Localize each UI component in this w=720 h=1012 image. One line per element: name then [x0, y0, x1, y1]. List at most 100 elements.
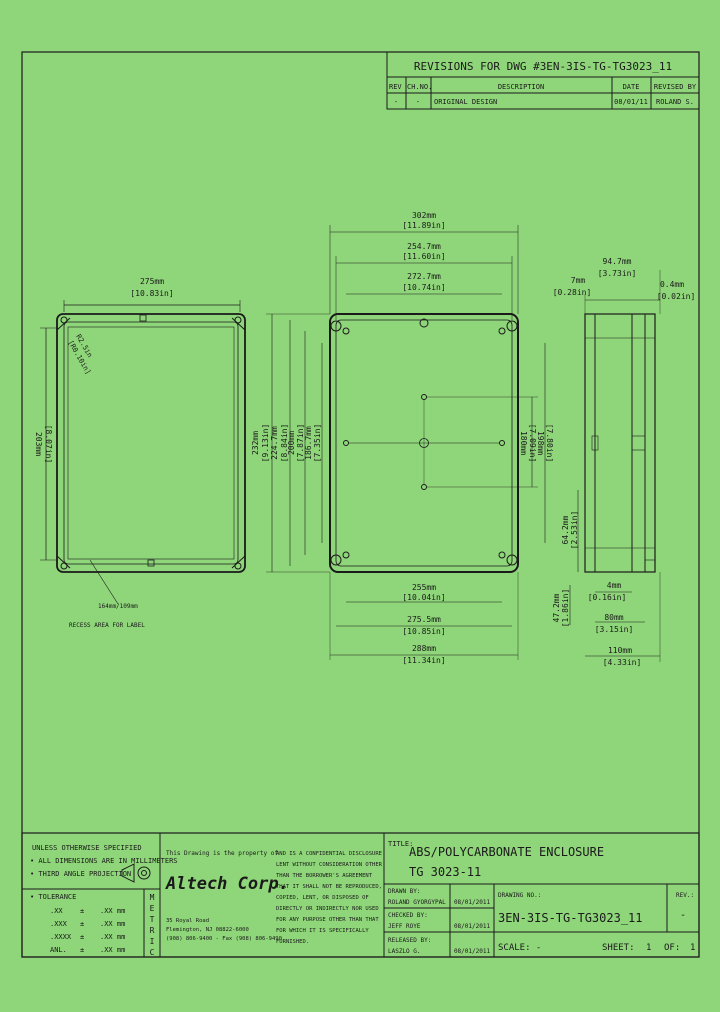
top-b3-mm: 288mm [412, 644, 436, 653]
front-height-mm: 203mm [34, 432, 43, 456]
confidential-2: LENT WITHOUT CONSIDERATION OTHER [276, 862, 383, 868]
note-line-1: UNLESS OTHERWISE SPECIFIED [32, 844, 142, 852]
rev-row-revised-by: ROLAND S. [656, 98, 694, 106]
front-height-in: [8.07in] [44, 425, 53, 464]
released-label: RELEASED BY: [388, 937, 431, 944]
tol-1-c: .XX mm [100, 907, 125, 915]
side-view: 94.7mm [3.73in] 7mm [0.28in] 0.4mm [0.02… [552, 257, 695, 667]
rev-row-description: ORIGINAL DESIGN [434, 98, 497, 106]
tolerance-title: • TOLERANCE [30, 893, 76, 901]
drawing-no-label: DRAWING NO.: [498, 892, 541, 899]
metric-t: T [150, 915, 155, 924]
side-view-body [584, 313, 656, 573]
top-h5-mm: 180mm [519, 431, 528, 455]
top-h4-in: [7.35in] [313, 424, 322, 463]
tol-4-b: ± [80, 946, 84, 954]
front-width-in: [10.83in] [130, 289, 173, 298]
top-b2-in: [10.85in] [402, 627, 445, 636]
recess-size: 164mm/109mm [98, 603, 138, 610]
property-line: This Drawing is the property of [166, 850, 278, 857]
confidential-1: AND IS A CONFIDENTIAL DISCLOSURE [276, 851, 382, 857]
confidential-6: DIRECTLY OR INDIRECTLY NOR USED [276, 906, 379, 912]
mounting-hole [342, 327, 350, 335]
address-3: (908) 806-9400 - Fax (908) 806-9490 [166, 936, 282, 942]
rev-header-description: DESCRIPTION [498, 83, 544, 91]
top-w2-mm: 272.7mm [407, 272, 441, 281]
drawing-no: 3EN-3IS-TG-TG3023_11 [498, 911, 643, 925]
side-depth-mm: 94.7mm [603, 257, 632, 266]
top-h1-in: [9.13in] [261, 424, 270, 463]
top-w1-mm: 254.7mm [407, 242, 441, 251]
checked-by: JEFF ROYE [388, 923, 421, 930]
tol-3-b: ± [80, 933, 84, 941]
company-logo: Altech Corp. [165, 874, 289, 894]
note-line-3: • THIRD ANGLE PROJECTION [30, 870, 131, 878]
top-b1-mm: 255mm [412, 583, 436, 592]
drawn-by: ROLAND GYORGYPAL [388, 899, 446, 906]
top-b3-in: [11.34in] [402, 656, 445, 665]
of-label: OF: [664, 943, 680, 953]
rev-row-chno: - [416, 98, 420, 106]
side-b3-in: [4.33in] [603, 658, 642, 667]
sheet-value: 1 [646, 943, 651, 953]
rev-header-revised-by: REVISED BY [654, 83, 697, 91]
tol-2-b: ± [80, 920, 84, 928]
rev-header-date: DATE [623, 83, 640, 91]
confidential-7: FOR ANY PURPOSE OTHER THAN THAT [276, 917, 379, 923]
tol-1-a: .XX [50, 907, 63, 915]
front-width-mm: 275mm [140, 277, 164, 286]
top-b2-mm: 275.5mm [407, 615, 441, 624]
top-h3-mm: 200mm [287, 431, 296, 455]
tol-3-a: .XXXX [50, 933, 72, 941]
side-lip-mm: 7mm [571, 276, 586, 285]
title-line-1: ABS/POLYCARBONATE ENCLOSURE [409, 845, 604, 859]
top-h3-in: [7.87in] [296, 424, 305, 463]
side-lip2-mm: 0.4mm [660, 280, 684, 289]
metric-i: I [150, 937, 155, 946]
title-block: UNLESS OTHERWISE SPECIFIED • ALL DIMENSI… [21, 832, 700, 958]
tol-4-a: ANL. [50, 946, 67, 954]
recess-note: RECESS AREA FOR LABEL [69, 622, 145, 629]
confidential-9: FURNISHED. [276, 939, 309, 945]
metric-e: E [150, 904, 155, 913]
rev-label: REV.: [676, 892, 694, 899]
top-overall-mm: 302mm [412, 211, 436, 220]
rev-row-date: 08/01/11 [614, 98, 648, 106]
sheet-label: SHEET: [602, 943, 635, 953]
tol-2-c: .XX mm [100, 920, 125, 928]
top-view-body [329, 313, 519, 573]
note-line-2: • ALL DIMENSIONS ARE IN MILLIMETERS [30, 857, 178, 865]
top-h6-in: [7.80in] [545, 424, 554, 463]
side-d2-mm: 47.2mm [552, 593, 561, 622]
top-w1-in: [11.60in] [402, 252, 445, 261]
checked-date: 08/01/2011 [454, 923, 491, 930]
side-depth-in: [3.73in] [598, 269, 637, 278]
confidential-8: FOR WHICH IT IS SPECIFICALLY [276, 928, 369, 934]
top-h1-mm: 232mm [251, 431, 260, 455]
tol-3-c: .XX mm [100, 933, 125, 941]
front-view: 275mm [10.83in] 203mm [8.07in] R2.5in [R… [34, 277, 246, 629]
scale: SCALE: - [498, 943, 541, 953]
confidential-5: COPIED, LENT, OR DISPOSED OF [276, 895, 369, 901]
released-date: 08/01/2011 [454, 948, 491, 955]
metric-m: M [150, 893, 155, 902]
side-b3-mm: 110mm [608, 646, 632, 655]
revision-title: REVISIONS FOR DWG #3EN-3IS-TG-TG3023_11 [414, 60, 672, 73]
rev-header-rev: REV [389, 83, 402, 91]
metric-r: R [150, 926, 155, 935]
drawn-label: DRAWN BY: [388, 888, 421, 895]
confidential-3: THAN THE BORROWER'S AGREEMENT [276, 873, 373, 879]
tol-1-b: ± [80, 907, 84, 915]
front-view-body [56, 313, 246, 573]
top-view: 302mm [11.89in] 254.7mm [11.60in] 272.7m… [251, 211, 554, 665]
released-by: LASZLO G. [388, 948, 421, 955]
address-2: Flemington, NJ 08822-6000 [166, 927, 249, 933]
tol-2-a: .XXX [50, 920, 68, 928]
rev-row-rev: - [394, 98, 398, 106]
drawing-border [21, 51, 700, 958]
top-overall-in: [11.89in] [402, 221, 445, 230]
side-b2-mm: 80mm [604, 613, 623, 622]
side-lip2-in: [0.02in] [657, 292, 696, 301]
checked-label: CHECKED BY: [388, 912, 428, 919]
